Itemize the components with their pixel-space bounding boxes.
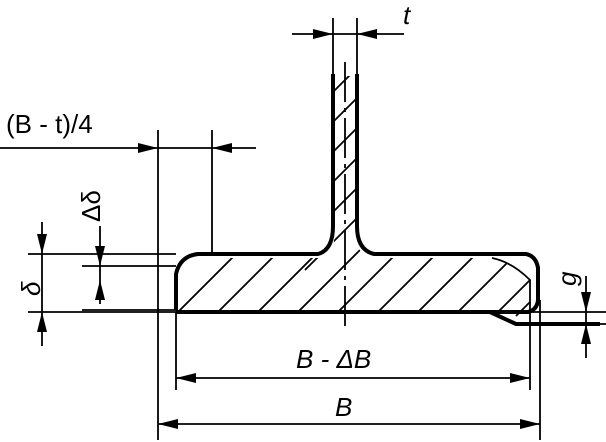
delta-label: δ xyxy=(16,281,46,296)
g-arrow-up xyxy=(581,324,591,344)
t-arrow-right xyxy=(357,29,377,39)
b-minus-delta-b-label: B - ΔB xyxy=(296,344,371,374)
delta-arrow-up xyxy=(37,312,47,332)
t-profile-outline xyxy=(174,74,540,314)
section-hatching xyxy=(178,76,530,312)
dd-arrow-down xyxy=(95,246,105,266)
delta-delta-label: Δδ xyxy=(76,190,106,222)
b-label: B xyxy=(335,392,352,422)
dd-arrow-up xyxy=(95,280,105,300)
quarter-arrow-left xyxy=(138,143,158,153)
b-arrow-left xyxy=(158,419,178,429)
flange-bottom-edge xyxy=(176,310,600,326)
t-arrow-left xyxy=(313,29,333,39)
bdb-arrow-left xyxy=(176,373,196,383)
t-label: t xyxy=(403,0,412,30)
g-label: g xyxy=(552,271,582,286)
quarter-arrow-right xyxy=(212,143,232,153)
bdb-arrow-right xyxy=(510,373,530,383)
g-arrow-down xyxy=(581,292,591,312)
delta-arrow-down xyxy=(37,234,47,254)
quarter-label: (B - t)/4 xyxy=(6,109,93,139)
b-arrow-right xyxy=(520,419,540,429)
flange-bevel-line xyxy=(491,257,531,317)
